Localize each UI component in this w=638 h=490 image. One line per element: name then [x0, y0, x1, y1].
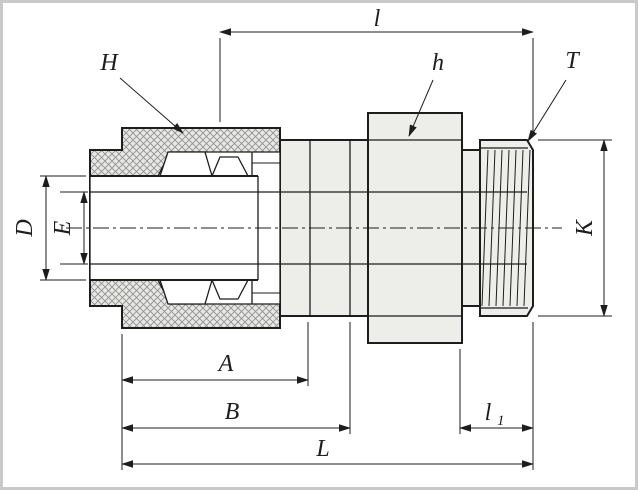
label-h: h — [432, 50, 444, 76]
dimension-E: E — [50, 191, 88, 265]
label-D: D — [12, 219, 38, 237]
front-ferrule-top — [159, 151, 213, 177]
dimension-A: A — [121, 322, 309, 470]
label-l: l — [374, 6, 381, 32]
ferrules — [159, 151, 250, 305]
label-B: B — [225, 399, 240, 425]
label-l1-subscript: 1 — [497, 413, 505, 429]
label-L: L — [315, 436, 329, 462]
leader-H: H — [99, 50, 184, 134]
leader-T: T — [527, 48, 580, 142]
label-H: H — [99, 50, 119, 76]
dimension-D: D — [12, 175, 86, 281]
dimension-l1: l 1 — [459, 349, 534, 434]
label-T: T — [565, 48, 580, 74]
dimension-B: B — [121, 322, 351, 434]
dimension-K: K — [538, 139, 612, 317]
tube-and-bore — [90, 175, 527, 281]
label-E: E — [50, 220, 76, 236]
dimension-l: l — [219, 6, 534, 134]
leader-h: h — [408, 50, 444, 137]
label-K: K — [572, 218, 598, 237]
dimension-L: L — [121, 322, 534, 470]
label-l1: l — [485, 400, 492, 426]
label-A: A — [217, 351, 234, 377]
front-ferrule-bottom — [159, 279, 213, 305]
